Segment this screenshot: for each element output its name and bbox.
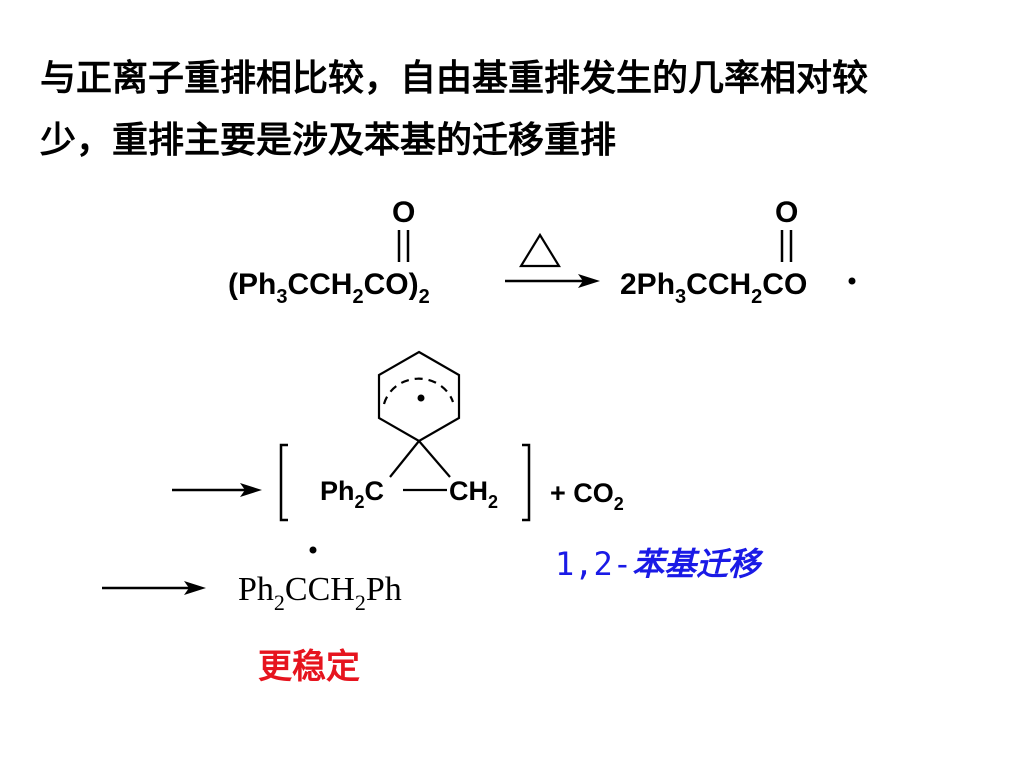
intro-line-1: 与正离子重排相比较，自由基重排发生的几率相对较 xyxy=(40,58,869,99)
radical-dot-icon xyxy=(848,277,856,285)
co2-byproduct: + CO2 xyxy=(550,478,624,514)
spiro-left-group: Ph2C xyxy=(320,476,384,512)
intro-line-2: 少，重排主要是涉及苯基的迁移重排 xyxy=(40,120,617,161)
product-carbonyl-oxygen: O xyxy=(775,196,798,229)
radical-dot-icon xyxy=(309,546,317,554)
product-double-bond xyxy=(780,230,793,262)
spiro-right-group: CH2 xyxy=(449,476,498,512)
reactant-carbonyl-oxygen: O xyxy=(392,196,415,229)
reaction-arrow-icon xyxy=(102,581,206,595)
reactant-double-bond xyxy=(397,230,410,262)
intro-text: 与正离子重排相比较，自由基重排发生的几率相对较 少，重排主要是涉及苯基的迁移重排 xyxy=(40,48,990,172)
reaction-arrow-icon xyxy=(505,274,600,288)
rearranged-radical-formula: Ph2CCH2Ph xyxy=(238,571,402,615)
cyclohexadienyl-ring-icon xyxy=(377,350,461,443)
reactant-formula: (Ph3CCH2CO)2 xyxy=(228,268,430,308)
left-bracket xyxy=(279,443,288,522)
reaction-arrow-icon xyxy=(172,483,262,497)
product-acyl-radical-formula: 2Ph3CCH2CO xyxy=(620,268,807,308)
more-stable-label: 更稳定 xyxy=(258,647,360,687)
cyclopropane-bonds xyxy=(389,440,451,492)
phenyl-migration-label: 1,2-苯基迁移 xyxy=(555,545,764,583)
heat-triangle-icon xyxy=(519,232,561,268)
right-bracket xyxy=(522,443,531,522)
